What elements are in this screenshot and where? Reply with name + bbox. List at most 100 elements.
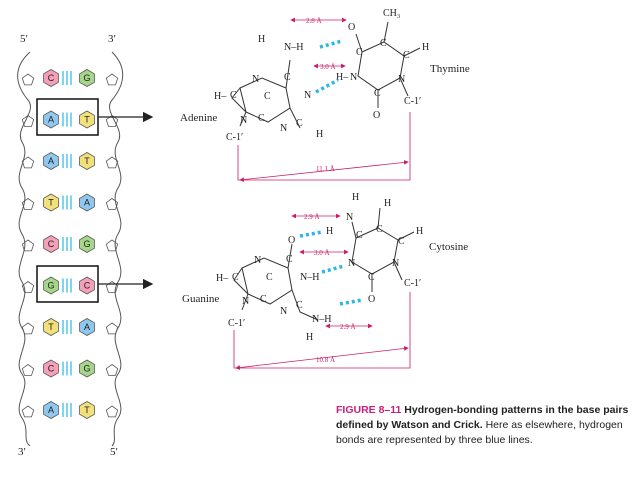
adenine-bonds — [231, 59, 301, 129]
base-left-letter: A — [48, 115, 54, 125]
base-left-shape — [43, 110, 59, 129]
sugar-left — [21, 156, 35, 169]
sugar-right — [105, 198, 119, 210]
guanine-h2: H — [306, 332, 313, 343]
base-right-letter: T — [84, 156, 90, 166]
adenine-h2: H — [316, 129, 323, 140]
figure-number: FIGURE 8–11 — [336, 404, 402, 416]
adenine-c2: C — [296, 118, 303, 129]
guanine-c4: C — [260, 294, 267, 305]
cytosine-label: Cytosine — [429, 241, 468, 253]
sugar-right — [105, 115, 119, 127]
base-left-letter: A — [48, 405, 54, 415]
cytosine-n4: N — [346, 212, 353, 223]
sugar-left — [21, 239, 35, 252]
base-right-shape — [79, 193, 95, 212]
base-right-letter: G — [83, 73, 90, 83]
sugar-right — [105, 405, 119, 418]
base-right-letter: T — [84, 405, 90, 415]
sugar-right — [105, 322, 119, 335]
at-hbond-1 — [319, 39, 343, 49]
cytosine-c5: C — [376, 224, 383, 235]
adenine-n1: N — [304, 90, 311, 101]
cytosine-h6: H — [416, 226, 423, 237]
base-left-shape — [43, 276, 59, 295]
base-right-shape — [79, 318, 95, 336]
caption-body: Here as elsewhere, hydrogen bonds are re… — [336, 419, 623, 446]
cytosine-n1: N — [392, 258, 399, 269]
thymine-o2: O — [373, 110, 380, 121]
adenine-label: Adenine — [180, 112, 217, 124]
base-left-shape — [43, 401, 59, 419]
guanine-c6: C — [286, 254, 293, 265]
base-left-letter: G — [47, 281, 54, 291]
guanine-o6: O — [288, 235, 295, 246]
cytosine-bonds — [351, 207, 415, 292]
thymine-label: Thymine — [430, 63, 470, 75]
thymine-h3: H– — [336, 72, 349, 83]
adenine-h-top: H — [258, 34, 265, 45]
gc-hbond-1 — [299, 230, 323, 238]
thymine-n1: N — [398, 74, 405, 85]
adenine-c1: C-1′ — [226, 132, 243, 143]
guanine-c5: C — [266, 272, 273, 283]
adenine-n3: N — [280, 123, 287, 134]
guanine-c1: C-1′ — [228, 318, 245, 329]
base-left-shape — [43, 359, 59, 378]
gc-dim-total-line — [235, 346, 409, 370]
base-left-letter: C — [48, 239, 55, 249]
at-dim-top-label: 2.8 Å — [306, 17, 322, 25]
base-right-letter: A — [84, 322, 90, 332]
guanine-c2: C — [296, 300, 303, 311]
sugar-right — [105, 73, 119, 86]
base-left-letter: C — [48, 73, 55, 83]
base-left-letter: A — [48, 156, 54, 166]
cytosine-n3: N — [348, 258, 355, 269]
guanine-n3: N — [280, 306, 287, 317]
base-left-letter: T — [48, 322, 54, 332]
cytosine-c6: C — [398, 236, 405, 247]
sugar-left — [21, 281, 35, 293]
thymine-c4: C — [356, 47, 363, 58]
sugar-left — [21, 405, 35, 418]
guanine-label: Guanine — [182, 293, 219, 305]
thymine-c6: C — [403, 50, 410, 61]
strand-end-top-right: 3′ — [108, 33, 116, 45]
figure-caption: FIGURE 8–11 Hydrogen-bonding patterns in… — [336, 403, 632, 448]
base-right-shape — [79, 110, 95, 129]
caption-title: Hydrogen-bonding patterns in the base pa… — [336, 404, 629, 431]
base-left-shape — [43, 193, 59, 212]
adenine-n9: N — [240, 115, 247, 126]
sugar-left — [21, 73, 35, 86]
at-dim-total-line — [239, 160, 409, 182]
strand-end-top-left: 5′ — [20, 33, 28, 45]
adenine-h8: H– — [214, 91, 227, 102]
base-right-letter: G — [83, 239, 90, 249]
sugar-left — [21, 322, 35, 335]
base-left-shape — [43, 318, 59, 336]
cytosine-c2: C — [368, 272, 375, 283]
thymine-o4: O — [348, 22, 355, 33]
adenine-n7: N — [252, 74, 259, 85]
adenine-thymine-pair: Adenine Thymine H N–H N C C H– C N N C N… — [180, 8, 470, 182]
cytosine-h-top: H — [352, 192, 359, 203]
thymine-n3: N — [350, 72, 357, 83]
guanine-bonds — [233, 243, 319, 321]
base-left-shape — [43, 152, 59, 170]
cytosine-h-top2: H — [384, 198, 391, 209]
base-right-letter: A — [84, 198, 90, 208]
sugar-right — [105, 156, 119, 169]
thymine-bonds — [355, 21, 421, 108]
cytosine-o2: O — [368, 294, 375, 305]
guanine-cytosine-pair: Guanine Cytosine O N C C H– C N–H N C N … — [182, 192, 468, 370]
gc-hbond-2 — [321, 264, 345, 274]
base-right-shape — [79, 152, 95, 170]
thymine-c1: C-1′ — [404, 96, 421, 107]
